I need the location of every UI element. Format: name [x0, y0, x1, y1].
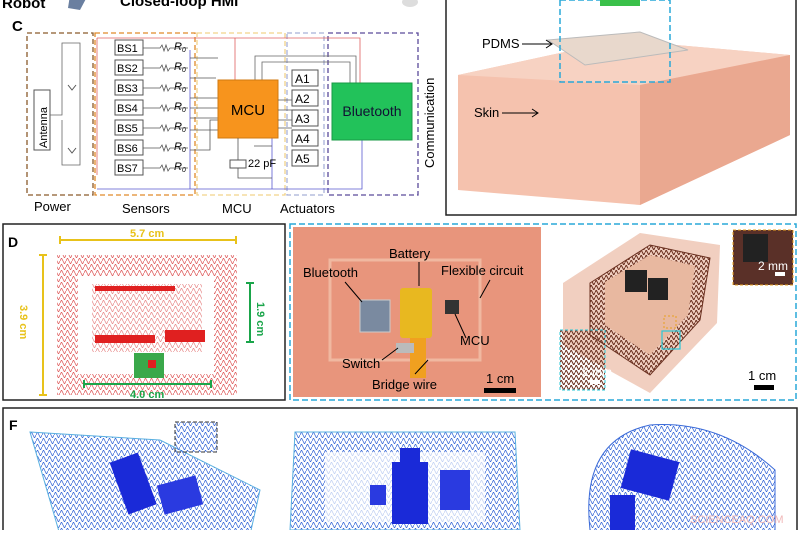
svg-text:R0: R0: [174, 101, 186, 114]
hand-icon: [402, 0, 418, 7]
bluetooth-label: Bluetooth: [342, 103, 401, 119]
panel-skin-model: PDMS Skin: [445, 0, 797, 216]
antenna: [33, 89, 51, 151]
panel-letter-d: D: [8, 234, 18, 250]
resistor-list: R0 R0 R0 R0 R0 R0 R0: [143, 41, 218, 174]
panel-letter-f: F: [9, 417, 18, 433]
inset-scale-2: 2 mm: [582, 365, 612, 379]
panel-c-circuit: C Antenna BS1 BS2 BS3 BS4 BS5 BS6 BS7 R0…: [12, 18, 437, 216]
inner-height-dimension: 1.9 cm: [254, 302, 266, 336]
robot-label: Robot: [2, 0, 45, 12]
actuator-list: A1 A2 A3 A4 A5: [291, 69, 319, 167]
robot-arm-icon: [68, 0, 86, 10]
actuator-a5: A5: [295, 152, 310, 166]
skin-label: Skin: [474, 105, 499, 120]
sensor-bs2: BS2: [117, 63, 138, 75]
top-strip: Robot Closed-loop HMI: [2, 0, 418, 12]
svg-text:R0: R0: [174, 141, 186, 154]
inner-width-dimension: 4.0 cm: [130, 389, 164, 401]
panel-e-photos: Battery Bluetooth Flexible circuit MCU S…: [289, 223, 797, 401]
panel-d-layout: D 5.7 cm 3.9 cm 1.9 cm 4.0 cm: [2, 223, 286, 401]
sensor-bs5: BS5: [117, 123, 138, 135]
scale-label-render: 1 cm: [748, 368, 776, 383]
bluetooth-photo-label: Bluetooth: [303, 265, 358, 280]
antenna-label: Antenna: [38, 106, 50, 148]
sensor-bs7: BS7: [117, 163, 138, 175]
sensor-bs4: BS4: [117, 103, 138, 115]
bluetooth-chip: [359, 299, 391, 333]
switch-label: Switch: [342, 356, 380, 371]
battery-label: Battery: [389, 246, 431, 261]
block-label-sensors: Sensors: [122, 201, 170, 216]
actuator-a1: A1: [295, 72, 310, 86]
sensor-bs1: BS1: [117, 43, 138, 55]
power-block: [26, 32, 94, 196]
scale-bar-photo: [484, 388, 516, 393]
communication-block: [327, 32, 419, 196]
mcu-photo-label: MCU: [460, 333, 490, 348]
block-label-communication: Communication: [422, 78, 437, 168]
svg-text:R0: R0: [174, 81, 186, 94]
sensors-block: [94, 32, 196, 196]
crystal: [229, 159, 247, 169]
capacitor-label: 22 pF: [248, 158, 276, 170]
battery: [400, 288, 432, 338]
svg-text:R0: R0: [174, 61, 186, 74]
height-dimension: 3.9 cm: [17, 305, 29, 339]
pdms-film: [546, 31, 689, 66]
block-label-mcu: MCU: [222, 201, 252, 216]
actuators-block: [286, 32, 325, 196]
actuator-a3: A3: [295, 112, 310, 126]
zoom-inset: [174, 421, 218, 453]
width-dimension: 5.7 cm: [130, 228, 164, 240]
panel-f-simulation: F SCIENCEAQ.COM: [2, 407, 798, 535]
bluetooth-module: [331, 82, 413, 141]
mcu-block: [196, 32, 286, 196]
pdms-label: PDMS: [482, 36, 520, 51]
sensor-bs6: BS6: [117, 143, 138, 155]
scale-bar-render: [754, 385, 774, 390]
watermark: SCIENCEAQ.COM: [690, 514, 784, 526]
highlight-box: [559, 0, 671, 83]
sensor-list: BS1 BS2 BS3 BS4 BS5 BS6 BS7: [114, 39, 144, 176]
inset-scale-1: 2 mm: [758, 259, 788, 273]
block-label-actuators: Actuators: [280, 201, 335, 216]
flexible-circuit-label: Flexible circuit: [441, 263, 524, 278]
render-chip-1: [625, 270, 647, 292]
mcu-label: MCU: [231, 102, 265, 119]
hmi-label: Closed-loop HMI: [120, 0, 238, 10]
mcu-chip-photo: [445, 300, 459, 314]
render-chip-2: [648, 278, 668, 300]
scale-label-photo: 1 cm: [486, 371, 514, 386]
mcu-chip: [217, 79, 279, 139]
svg-text:R0: R0: [174, 41, 186, 54]
svg-text:R0: R0: [174, 161, 186, 174]
panel-letter-c: C: [12, 18, 23, 35]
block-label-power: Power: [34, 199, 72, 214]
actuator-a4: A4: [295, 132, 310, 146]
bridge-wire-label: Bridge wire: [372, 377, 437, 392]
svg-text:R0: R0: [174, 121, 186, 134]
sensor-bs3: BS3: [117, 83, 138, 95]
actuator-a2: A2: [295, 92, 310, 106]
